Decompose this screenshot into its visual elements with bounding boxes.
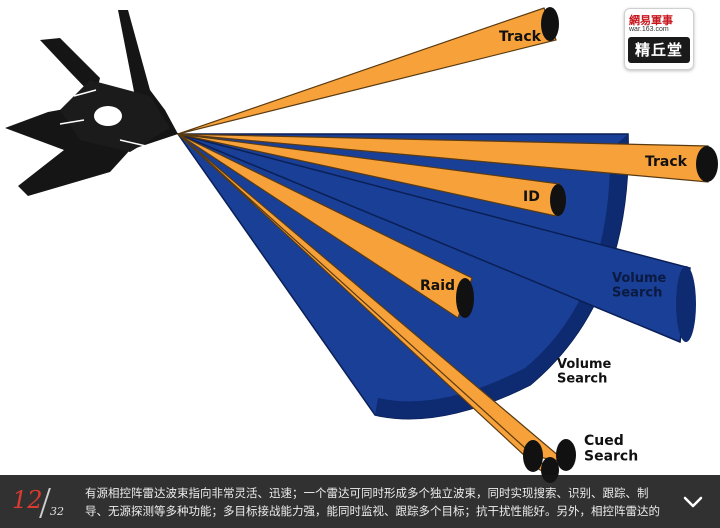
volume-search-fan-rim xyxy=(375,134,629,419)
track-beam-top-end xyxy=(541,7,559,41)
cued-search-beam-end xyxy=(523,440,543,472)
page-total: 32 xyxy=(50,505,64,518)
caption-text: 有源相控阵雷达波束指向非常灵活、迅速；一个雷达可同时形成多个独立波束，同时实现搜… xyxy=(85,488,660,518)
logo-brand: 網易軍事 xyxy=(629,15,673,27)
label-track-right: Track xyxy=(645,154,688,170)
volume-search-beam-end xyxy=(676,266,696,342)
label-track-top: Track xyxy=(499,29,542,45)
logo-column: 精丘堂 xyxy=(628,37,690,63)
track-beam-right-end xyxy=(696,146,718,182)
chevron-down-icon[interactable] xyxy=(680,489,706,515)
fighter-jet-icon xyxy=(5,10,178,196)
label-raid: Raid xyxy=(420,278,455,294)
caption-bar: 12 32 有源相控阵雷达波束指向非常灵活、迅速；一个雷达可同时形成多个独立波束… xyxy=(0,475,720,528)
netease-military-logo[interactable]: 網易軍事 war.163.com 精丘堂 xyxy=(624,8,694,70)
label-id: ID xyxy=(523,189,540,205)
track-beam-top xyxy=(177,7,557,135)
logo-url: war.163.com xyxy=(629,26,669,33)
cued-search-beam-end xyxy=(556,439,576,471)
id-beam-end xyxy=(550,184,566,216)
raid-beam-end xyxy=(456,278,474,318)
page-current: 12 xyxy=(12,486,43,514)
